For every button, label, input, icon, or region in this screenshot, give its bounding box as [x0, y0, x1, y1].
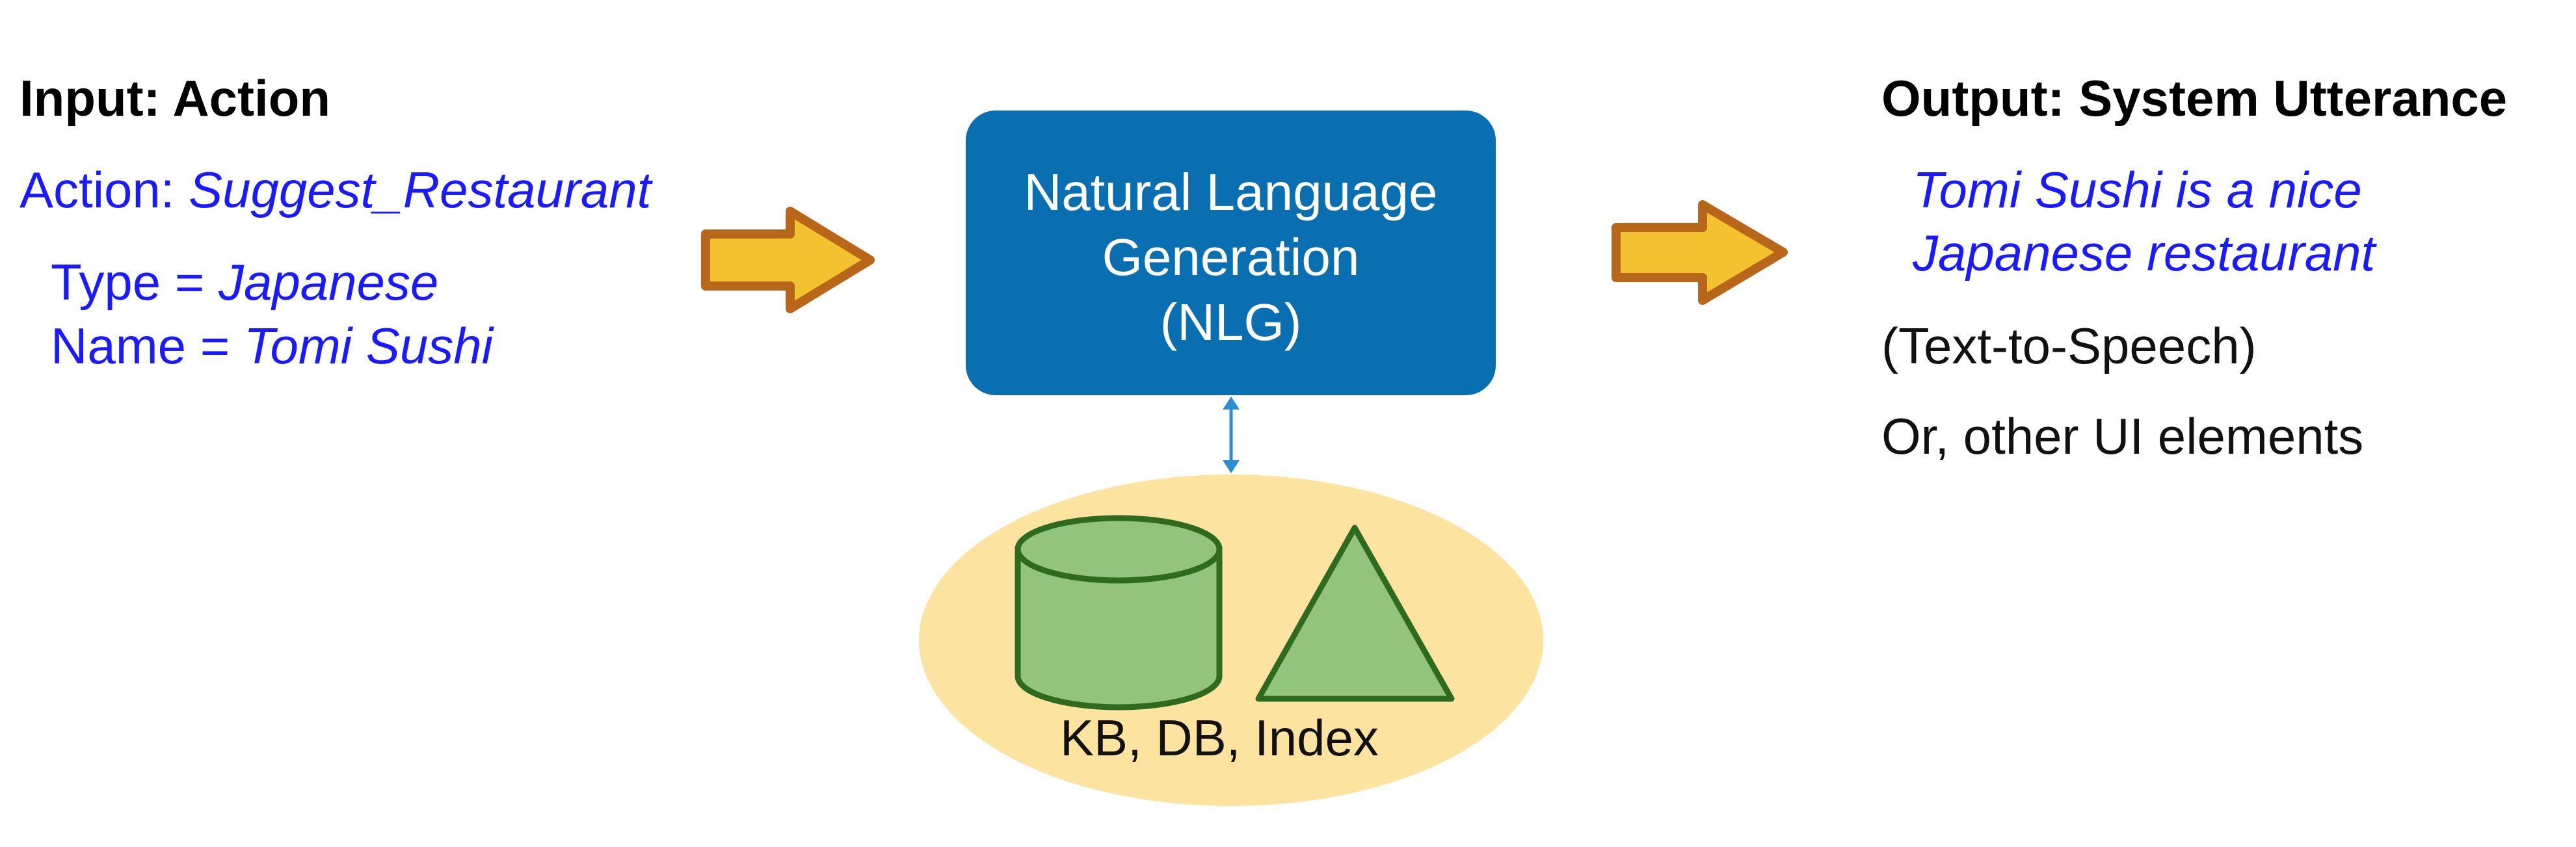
- tts-note: (Text-to-Speech): [1881, 317, 2257, 374]
- nlg-title-line2: Generation: [1102, 228, 1360, 286]
- output-arrow-icon: [1612, 200, 1788, 305]
- input-arrow-icon: [701, 207, 875, 313]
- nlg-box: Natural Language Generation (NLG): [966, 111, 1496, 395]
- action-value: Suggest_Restaurant: [189, 161, 652, 218]
- input-heading: Input: Action: [20, 70, 330, 127]
- nlg-title-line1: Natural Language: [1024, 163, 1438, 221]
- nlg-title-line3: (NLG): [1160, 293, 1302, 351]
- bidirectional-connector: [1223, 397, 1240, 473]
- other-ui-note: Or, other UI elements: [1881, 408, 2364, 465]
- name-label: Name =: [51, 317, 244, 374]
- type-value: Japanese: [219, 254, 439, 311]
- name-value: Tomi Sushi: [243, 317, 493, 374]
- utterance-line1: Tomi Sushi is a nice: [1913, 161, 2362, 218]
- type-line: Type = Japanese: [51, 257, 438, 307]
- name-line: Name = Tomi Sushi: [51, 320, 493, 371]
- knowledge-label: KB, DB, Index: [1060, 709, 1379, 766]
- triangle-icon: [1255, 525, 1455, 702]
- output-heading: Output: System Utterance: [1881, 70, 2508, 127]
- database-cylinder-icon: [1015, 515, 1223, 710]
- utterance-line2: Japanese restaurant: [1913, 224, 2376, 281]
- type-label: Type =: [51, 254, 219, 311]
- action-line: Action: Suggest_Restaurant: [20, 164, 651, 215]
- action-label: Action:: [20, 161, 189, 218]
